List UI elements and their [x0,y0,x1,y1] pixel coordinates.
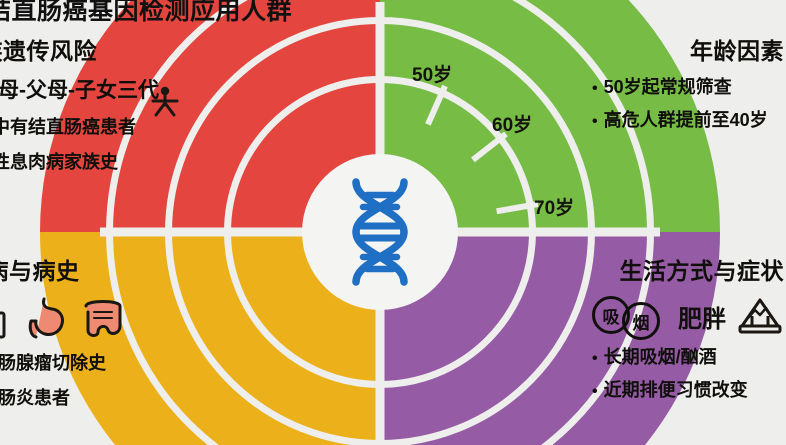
ring-divider-outer [106,0,654,445]
stomach-icon [28,297,64,339]
panel-lifestyle-bullet-2-text: 近期排便习惯改变 [603,380,748,400]
family-person-icon [151,86,179,117]
panel-disease-bullet-2: 慢性肠炎患者 [0,388,70,408]
panel-age-bullet-2-text: 高危人群提前至40岁 [603,110,768,130]
panel-lifestyle-bullet-1: • 长期吸烟/酗酒 [592,343,786,369]
dna-helix-icon [352,178,408,286]
panel-family-risk: 家族遗传风险 祖父母-父母-子女三代 家族中有结直肠癌患者 遗传性息肉病家族史 [0,32,256,174]
panel-family-bullet-1: 家族中有结直肠癌患者 [0,117,136,137]
weight-scale-icon [738,298,782,334]
panel-lifestyle-bullet-2: • 近期排便习惯改变 [592,376,786,402]
panel-age-heading: 年龄因素 [690,38,784,64]
smoking-label-2: 烟 [622,302,660,340]
panel-lifestyle-bullet-1-text: 长期吸烟/酗酒 [603,347,717,367]
panel-family-bullet-2: 遗传性息肉病家族史 [0,152,118,172]
panel-disease-icon-row [0,296,262,340]
age-label-50: 50岁 [412,65,453,86]
panel-disease-history: 疾病与病史 [0,252,262,410]
age-label-70: 70岁 [534,198,575,219]
panel-age-bullet-1-text: 50岁起常规筛查 [603,77,732,97]
obesity-label: 肥胖 [678,305,726,333]
panel-family-heading: 家族遗传风险 [0,38,97,64]
page-title: 结直肠癌基因检测应用人群 [0,0,293,25]
bullet-dot-icon: • [592,383,598,400]
panel-lifestyle-heading: 生活方式与症状 [619,258,784,284]
panel-disease-bullet-1: 结直肠腺瘤切除史 [0,353,106,373]
panel-age-factor: 年龄因素 • 50岁起常规筛查 • 高危人群提前至40岁 [592,32,786,132]
bullet-dot-icon: • [592,113,598,130]
smoking-icon: 吸 烟 [592,296,666,340]
panel-lifestyle-symptoms: 生活方式与症状 吸 烟 肥胖 • 长期吸烟/酗酒 • 近期排便习惯改变 [592,252,786,402]
panel-family-subheading: 祖父母-父母-子女三代 [0,79,159,102]
center-hub [302,154,458,310]
age-label-60: 60岁 [492,115,533,136]
panel-age-bullet-1: • 50岁起常规筛查 [592,73,786,99]
panel-lifestyle-icon-row: 吸 烟 肥胖 [592,296,786,340]
panel-disease-heading: 疾病与病史 [0,258,80,284]
intestine-icon [84,300,122,337]
medical-report-icon [0,311,6,339]
bullet-dot-icon: • [592,80,598,97]
panel-age-bullet-2: • 高危人群提前至40岁 [592,106,786,132]
bullet-dot-icon: • [592,350,598,367]
